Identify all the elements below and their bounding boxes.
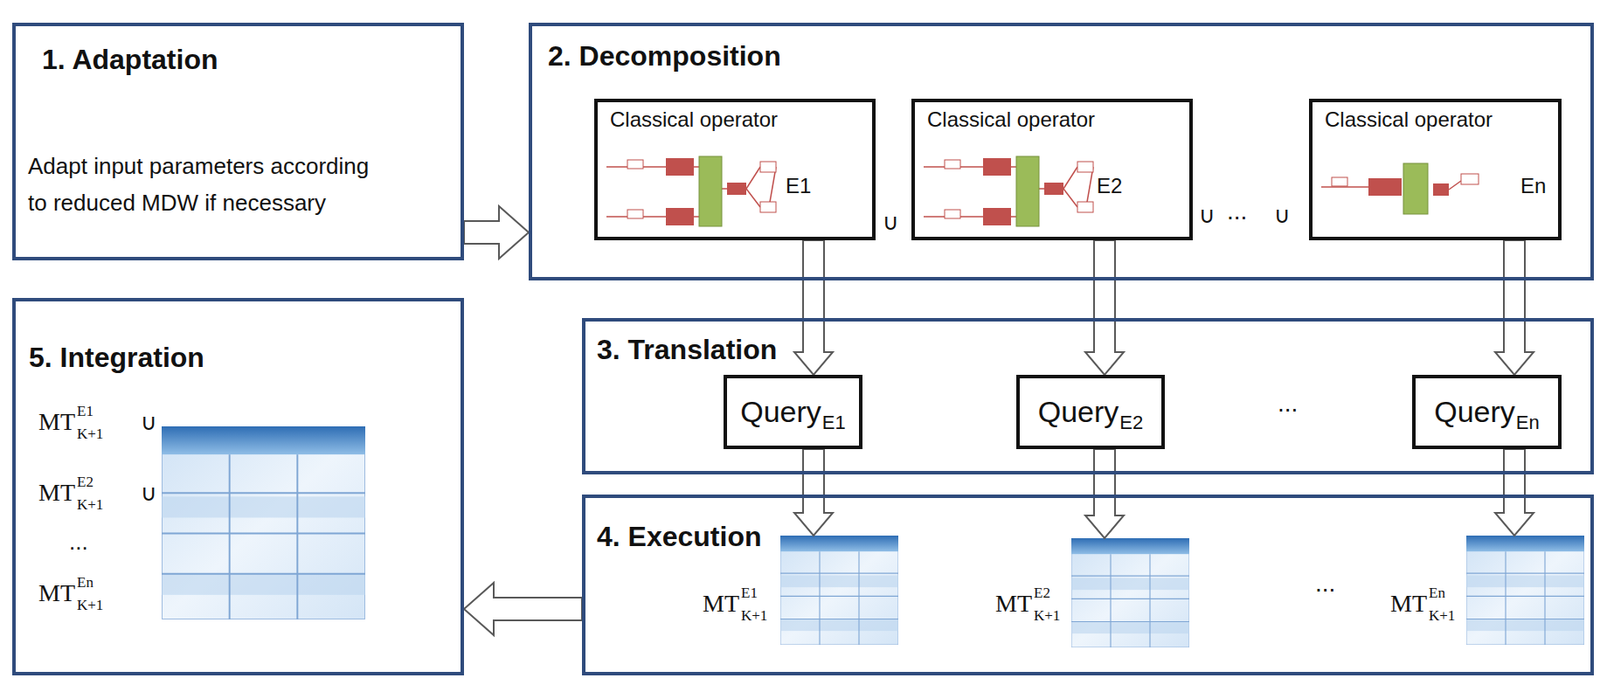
query-subscript: E2 [1119,411,1143,434]
step-heading: 4. Execution [596,520,762,554]
matrix-subscript: K+1 [741,607,768,625]
ellipsis: ... [69,529,89,556]
union-symbol: ∪ [140,480,158,507]
matrix-subscript: K+1 [76,596,104,615]
step-heading: 2. Decomposition [547,40,782,73]
query-box: QueryE1 [723,374,863,450]
ellipsis: ... [1315,569,1336,598]
matrix-subscript: K+1 [76,425,104,444]
block-arrow [464,206,529,259]
block-arrow [1085,240,1124,375]
matrix-name: MT [1390,589,1427,618]
table-picture [161,426,366,620]
operator-box: Classical operatorE1 [594,98,876,241]
union-symbol: ∪ [882,209,900,236]
table-picture [1071,538,1190,648]
result-table: MTEnK+1 [1466,535,1585,645]
operator-illustration [606,156,776,227]
step-heading: 1. Adaptation [41,43,218,77]
matrix-superscript: E2 [76,473,94,492]
step-box: MTE1K+1MTE2K+1MTEnK+14. Execution [581,494,1594,676]
result-table: MTE1K+1 [780,535,899,645]
union-symbol: ∪ [1198,202,1216,229]
block-arrow [1085,449,1124,539]
step-heading: 3. Translation [596,333,777,367]
table-picture [1466,535,1585,645]
result-table: MTE2K+1 [1071,538,1190,648]
operator-box: Classical operatorE2 [911,98,1193,241]
expression-label: E1 [785,173,811,199]
query-name: Query [1038,394,1120,430]
ellipsis: ... [1277,389,1298,418]
matrix-superscript: En [76,574,94,592]
query-name: Query [740,394,822,430]
integrated-table: MTE1K+1∪MTE2K+1∪...MTEnK+1 [161,426,366,620]
matrix-superscript: E1 [741,584,758,603]
step-box: 1. AdaptationAdapt input parameters acco… [12,22,465,261]
ellipsis: ... [1226,197,1247,226]
block-arrow [794,449,833,536]
expression-label: E2 [1096,173,1123,199]
matrix-superscript: E1 [76,402,94,421]
matrix-name: MT [38,579,76,608]
block-arrow [1495,240,1534,375]
step-box: QueryE1QueryE2QueryEn3. Translation [581,318,1594,475]
union-symbol: ∪ [1274,202,1291,229]
operator-label: Classical operator [927,107,1095,132]
operator-box: Classical operatorEn [1309,98,1562,241]
step-description: Adapt input parameters according to redu… [27,147,382,222]
step-heading: 5. Integration [28,341,205,375]
matrix-superscript: En [1428,584,1446,603]
operator-label: Classical operator [609,107,778,132]
query-name: Query [1433,394,1516,430]
query-box: QueryEn [1412,374,1562,450]
matrix-subscript: K+1 [1428,607,1455,625]
operator-illustration [923,156,1094,227]
union-symbol: ∪ [140,409,158,437]
query-box: QueryE2 [1016,374,1165,450]
block-arrow [1495,449,1534,536]
matrix-name: MT [38,478,76,507]
matrix-name: MT [702,589,740,618]
matrix-subscript: K+1 [1033,607,1060,625]
matrix-superscript: E2 [1033,584,1051,603]
table-picture [780,535,899,645]
operator-label: Classical operator [1324,107,1493,132]
block-arrow [464,582,582,636]
query-subscript: En [1516,411,1540,434]
block-arrow [794,240,833,375]
operator-illustration [1321,163,1479,215]
expression-label: En [1520,173,1546,199]
step-box: Classical operatorE1Classical operatorE2… [528,22,1594,281]
matrix-name: MT [995,589,1033,618]
query-subscript: E1 [822,411,846,434]
matrix-name: MT [38,408,76,437]
matrix-subscript: K+1 [76,496,104,514]
step-box: MTE1K+1∪MTE2K+1∪...MTEnK+15. Integration [12,297,465,676]
